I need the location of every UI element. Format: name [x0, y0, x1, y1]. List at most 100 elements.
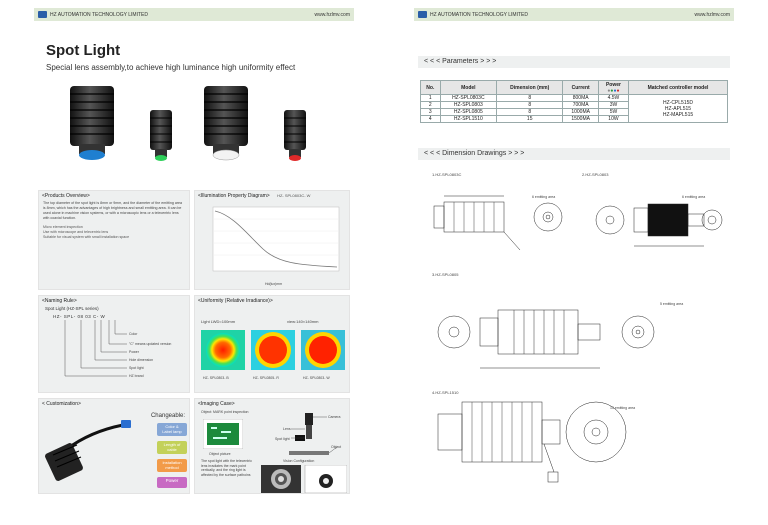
uniformity-caption: HZ- SPL0803- W: [303, 376, 330, 380]
chip-cable-length: Length of cable: [157, 441, 187, 454]
spot-lamp-white: [204, 86, 248, 161]
config-label-lens: Lens: [283, 427, 291, 431]
drawing-spl0803c: [433, 195, 563, 251]
parameters-section-title: < < < Parameters > > >: [418, 56, 730, 68]
uniformity-box: <Uniformity (Relative Irradiance)> Light…: [194, 295, 350, 393]
drawing-spl1510: [437, 401, 627, 483]
table-header: Current: [562, 80, 599, 95]
object-caption: Object picture: [209, 452, 231, 456]
table-header: Power●●●●: [597, 80, 629, 95]
page-header: HZ AUTOMATION TECHNOLOGY LIMITED www.hzl…: [34, 8, 354, 21]
products-overview-box: <Products Overview> The top diameter of …: [38, 190, 190, 290]
table-cell: 3: [420, 108, 441, 116]
drawing-spl0803: [595, 203, 723, 247]
table-header: Matched controller model: [627, 80, 729, 95]
table-cell: HZ-SPL0803C: [439, 94, 498, 102]
page-subtitle: Special lens assembly,to achieve high lu…: [46, 63, 296, 72]
naming-item: Power: [129, 350, 139, 354]
irradiance-map-blue: [201, 330, 245, 370]
table-cell: 10W: [597, 115, 629, 123]
table-cell: 3W: [597, 101, 629, 109]
illumination-x-label: Hd(lux)mm: [265, 282, 283, 286]
spot-lamp-blue: [70, 86, 114, 160]
table-cell: 4: [420, 115, 441, 123]
product-photo: [70, 86, 306, 161]
illumination-title: <Illumination Property Diagram>: [198, 193, 270, 199]
imaging-result-photos: [261, 465, 347, 493]
company-logo-icon: [38, 11, 47, 18]
dimension-section-title: < < < Dimension Drawings > > >: [418, 148, 730, 160]
table-cell: 8: [496, 101, 564, 109]
controller-model: HZ-APL515: [664, 105, 692, 112]
power-header: Power: [605, 81, 621, 88]
uniformity-caption: HZ- SPL0805- R: [253, 376, 279, 380]
products-overview-text: The top diameter of the spot light is 8m…: [43, 201, 183, 220]
drawing-title: 4.HZ-SPL1510: [432, 390, 459, 395]
drawing-spl0805: [437, 309, 655, 369]
naming-item: Color: [129, 332, 138, 336]
company-name: HZ AUTOMATION TECHNOLOGY LIMITED: [50, 11, 148, 18]
irradiance-map-white: [301, 330, 345, 370]
table-cell: 15: [496, 115, 564, 123]
color-dots-icon: ●●●●: [607, 87, 620, 94]
naming-item: Spot light: [129, 366, 144, 370]
dimension-drawings: [433, 195, 723, 483]
table-cell: 4.5W: [597, 94, 629, 102]
customization-box: < Customization> Changeable: Color & Lab…: [38, 398, 190, 494]
custom-lamp-photo: [45, 420, 131, 481]
naming-item: Hole dimension: [129, 358, 154, 362]
drawing-title: 1.HZ-SPL0803C: [432, 172, 462, 177]
naming-item: "C" means updated version: [129, 342, 172, 346]
table-header: Dimension (mm): [496, 80, 564, 95]
page-title: Spot Light: [46, 42, 121, 59]
imaging-title: <Imaging Case>: [198, 401, 235, 407]
changeable-label: Changeable:: [150, 413, 185, 419]
table-cell: 1000MA: [562, 108, 599, 116]
config-caption: Vision Configuration: [283, 459, 315, 463]
config-label-camera: Camera: [328, 415, 341, 419]
imaging-case-title: Object: MARK point inspection: [201, 410, 249, 414]
illumination-diagram-box: <Illumination Property Diagram> HZ- SPL0…: [194, 190, 350, 290]
spot-lamp-green: [150, 110, 172, 161]
customization-title: < Customization>: [42, 401, 81, 407]
table-cell: 8: [496, 94, 564, 102]
naming-rule-title: <Naming Rule>: [42, 298, 77, 304]
table-row: 4 HZ-SPL1510 15 1500MA 10W: [420, 115, 728, 123]
naming-code: HZ- SPL- 08 03 C- W: [53, 314, 106, 319]
table-cell: 1500MA: [562, 115, 599, 123]
naming-rule-leaders: [64, 320, 127, 377]
uniformity-view: view:140×140mm: [287, 319, 319, 324]
config-label-spot-light: Spot light: [275, 437, 290, 441]
chip-installation: Installation method: [157, 459, 187, 472]
datasheet-page-right: HZ AUTOMATION TECHNOLOGY LIMITED www.hzl…: [414, 8, 734, 496]
spot-lamp-red: [284, 110, 306, 161]
table-cell: 1: [420, 94, 441, 102]
naming-series: Spot Light (HZ-SPL series): [45, 306, 99, 311]
controller-model: HZ-MAPL515: [662, 111, 694, 118]
emitting-area-note: 5 emitting area: [660, 302, 684, 306]
drawing-title: 2.HZ-SPL0803: [582, 172, 609, 177]
table-cell: HZ-SPL0805: [439, 108, 498, 116]
controller-model: HZ-CPL515D: [662, 99, 693, 106]
illumination-model: HZ- SPL0803C- W: [277, 193, 311, 198]
drawing-title: 3.HZ-SPL0805: [432, 272, 459, 277]
table-cell: 5W: [597, 108, 629, 116]
config-label-object: Object: [331, 445, 342, 449]
parameters-table: No. Model Dimension (mm) Current Power●●…: [420, 80, 729, 123]
naming-rule-box: <Naming Rule> Spot Light (HZ-SPL series)…: [38, 295, 190, 393]
table-cell: 700MA: [562, 101, 599, 109]
table-row: 1 HZ-SPL0803C 8 800MA 4.5W HZ-CPL515D HZ…: [420, 94, 729, 123]
overview-bullet: Micro element inspection: [43, 225, 83, 229]
chip-power: Power: [157, 477, 187, 488]
website-url: www.hzlmv.com: [314, 11, 350, 18]
datasheet-page-left: HZ AUTOMATION TECHNOLOGY LIMITED www.hzl…: [34, 8, 354, 496]
table-cell: 8: [496, 108, 564, 116]
company-name: HZ AUTOMATION TECHNOLOGY LIMITED: [430, 11, 528, 18]
irradiance-maps: [201, 330, 345, 370]
table-cell: 2: [420, 101, 441, 109]
table-cell: HZ-SPL0803: [439, 101, 498, 109]
overview-bullet: Suitable for visual system with small in…: [43, 235, 130, 239]
uniformity-lwd: Light LWD=100mm: [201, 319, 236, 324]
object-picture: [203, 419, 243, 449]
table-cell: HZ-SPL1510: [439, 115, 498, 123]
